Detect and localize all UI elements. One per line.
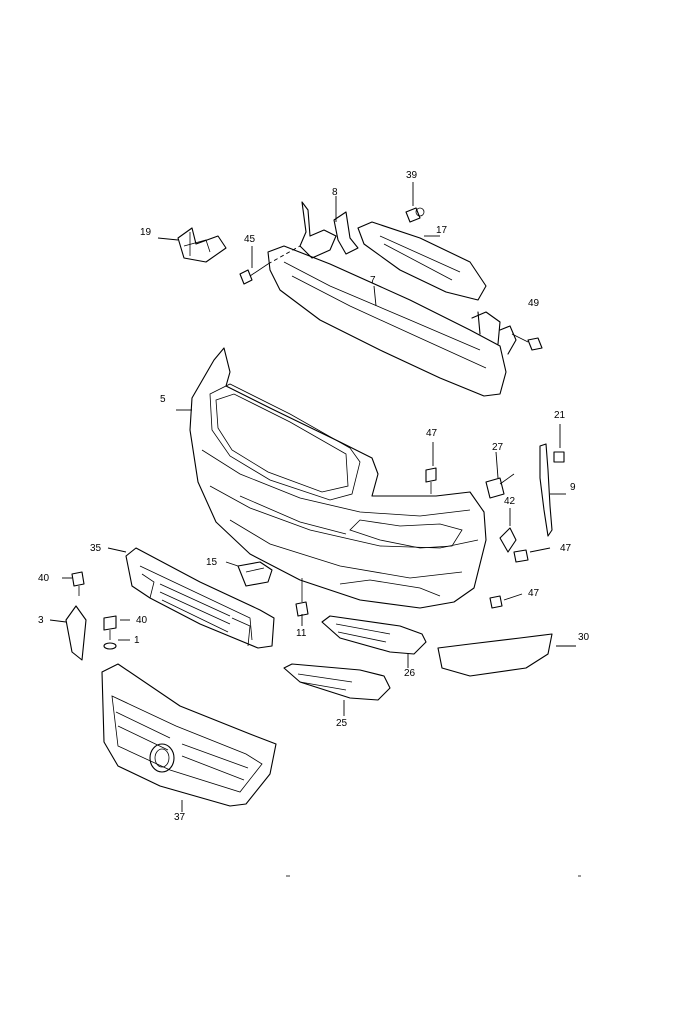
leader-lines <box>49 196 499 812</box>
part-7-reinforcement <box>267 245 517 397</box>
part-1-nut <box>103 642 117 650</box>
callout-40-lower: 40 <box>136 615 148 626</box>
part-30-trim <box>437 633 576 677</box>
part-42-clip <box>499 508 517 553</box>
part-47-screw-top <box>425 442 437 494</box>
part-9-side-strip <box>539 443 566 537</box>
part-25-grille-left <box>283 663 391 701</box>
part-5-bumper-cover <box>189 347 487 609</box>
callout-25: 25 <box>336 718 348 729</box>
callout-1: 1 <box>134 635 140 646</box>
callout-27: 27 <box>492 442 504 453</box>
part-26-grille-right <box>321 615 427 655</box>
callout-49: 49 <box>528 298 540 309</box>
callout-39: 39 <box>406 170 418 181</box>
part-40-screw-lower <box>103 615 117 640</box>
callout-35: 35 <box>90 543 102 554</box>
part-17-guide <box>357 221 487 301</box>
part-35-lower-grille <box>125 547 275 649</box>
callout-11: 11 <box>296 628 307 639</box>
callout-30: 30 <box>578 632 590 643</box>
part-47-screw-low <box>489 593 523 609</box>
part-39-screw <box>405 182 425 223</box>
part-45-screw <box>239 245 301 285</box>
part-11-screw <box>295 578 309 617</box>
callout-21: 21 <box>554 410 566 421</box>
part-3-bracket <box>65 605 87 661</box>
callout-3: 3 <box>38 615 44 626</box>
callout-9: 9 <box>570 482 576 493</box>
callout-5: 5 <box>160 394 166 405</box>
callout-45: 45 <box>244 234 256 245</box>
callout-37: 37 <box>174 812 186 823</box>
callout-26: 26 <box>404 668 416 679</box>
callout-47-mid: 47 <box>560 543 572 554</box>
callout-19: 19 <box>140 227 152 238</box>
callout-15: 15 <box>206 557 218 568</box>
callout-40-upper: 40 <box>38 573 50 584</box>
callout-42: 42 <box>504 496 516 507</box>
part-8-bracket <box>299 201 359 259</box>
part-15-mount <box>237 561 273 587</box>
part-19-bracket <box>177 227 227 263</box>
callout-labels: 19 8 39 45 17 7 49 5 21 47 27 9 42 47 35… <box>38 170 590 823</box>
callout-17: 17 <box>436 225 448 236</box>
part-27-clip <box>485 473 515 499</box>
part-49-screw <box>511 333 543 351</box>
part-47-screw-mid <box>513 547 551 563</box>
callout-47-top: 47 <box>426 428 438 439</box>
part-37-radiator-grille <box>101 663 277 807</box>
callout-47-low: 47 <box>528 588 540 599</box>
part-21-screw <box>553 424 565 463</box>
part-40-screw-upper <box>71 571 85 596</box>
callout-7: 7 <box>370 275 376 286</box>
callout-8: 8 <box>332 187 338 198</box>
